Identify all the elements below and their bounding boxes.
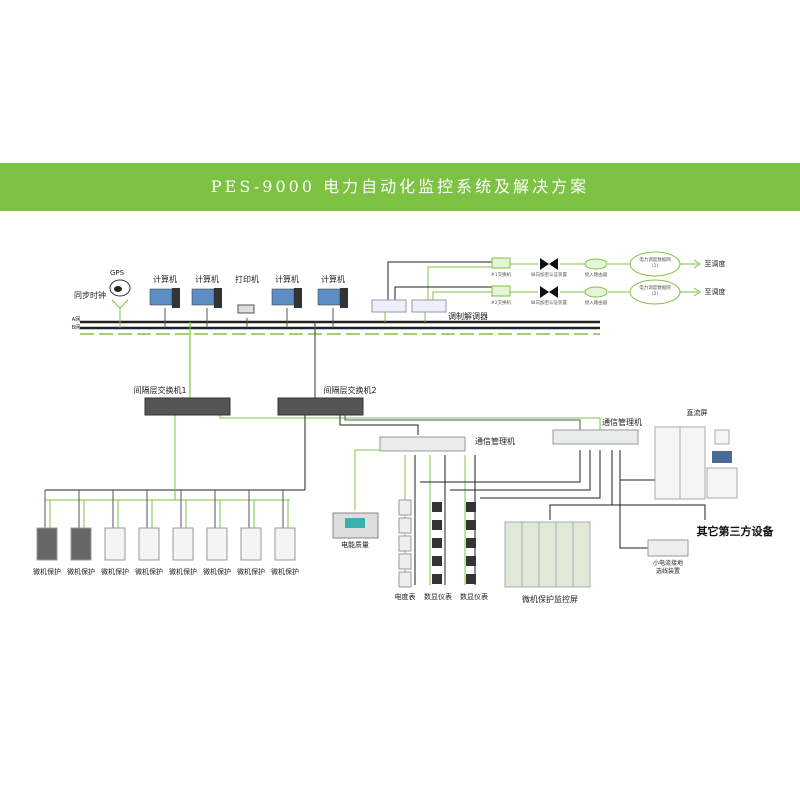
encrypt1-label: 纵向加密认证装置 [531, 273, 567, 278]
router2-label: 接入路由器 [584, 301, 608, 306]
network1-label: 电力调度数据网 [639, 258, 671, 263]
third-party-label: 其它第三方设备 [696, 525, 774, 538]
switch2-label: #2交换机 [490, 301, 512, 306]
gps-label: GPS [109, 269, 125, 277]
encrypt2-label: 纵向加密认证装置 [531, 301, 567, 306]
computer-label-3: 计算机 [275, 275, 299, 284]
title-band [0, 163, 800, 211]
network2-label: 电力调度数据网 [639, 286, 671, 291]
comm-manager2-label: 通信管理机 [602, 418, 642, 427]
protection-label: 微机保护 [33, 568, 61, 576]
meter-label: 电度表 [394, 593, 416, 601]
switch1-label: #1交换机 [490, 273, 512, 278]
dest2-label: 至调度 [704, 288, 726, 296]
network-lines [44, 261, 706, 585]
dest1-label: 至调度 [704, 260, 726, 268]
device-icons [36, 251, 738, 588]
network1-index: (1) [651, 264, 659, 269]
protection-label: 微机保护 [271, 568, 299, 576]
net-a-label: A网 [71, 317, 81, 323]
meter-label: 数显仪表 [424, 593, 452, 601]
protection-panel-label: 微机保护监控屏 [522, 595, 578, 604]
printer-label: 打印机 [235, 275, 259, 284]
computer-label-1: 计算机 [153, 275, 177, 284]
computer-label-2: 计算机 [195, 275, 219, 284]
computer-label-4: 计算机 [321, 275, 345, 284]
protection-label: 微机保护 [169, 568, 197, 576]
comm-manager1-label: 通信管理机 [475, 437, 515, 446]
protection-label: 微机保护 [203, 568, 231, 576]
protection-label: 微机保护 [135, 568, 163, 576]
power-quality-label: 电能质量 [341, 541, 369, 549]
bay-switch2-label: 间隔层交换机2 [323, 386, 377, 395]
bay-switch1-label: 间隔层交换机1 [133, 386, 187, 395]
ground-fault-label-2: 选线装置 [655, 568, 681, 575]
dc-panel-label: 直流屏 [686, 409, 708, 417]
ground-fault-label-1: 小电流接地 [652, 560, 684, 567]
protection-label: 微机保护 [237, 568, 265, 576]
protection-label: 微机保护 [67, 568, 95, 576]
page-title: PES-9000 电力自动化监控系统及解决方案 [210, 177, 590, 196]
sync-clock-label: 同步时钟 [74, 291, 106, 300]
meter-label: 数显仪表 [460, 593, 488, 601]
net-b-label: B网 [71, 325, 81, 331]
router1-label: 接入路由器 [584, 273, 608, 278]
modem-label: 调制解调器 [448, 312, 488, 321]
network2-index: (2) [651, 292, 659, 297]
protection-label: 微机保护 [101, 568, 129, 576]
